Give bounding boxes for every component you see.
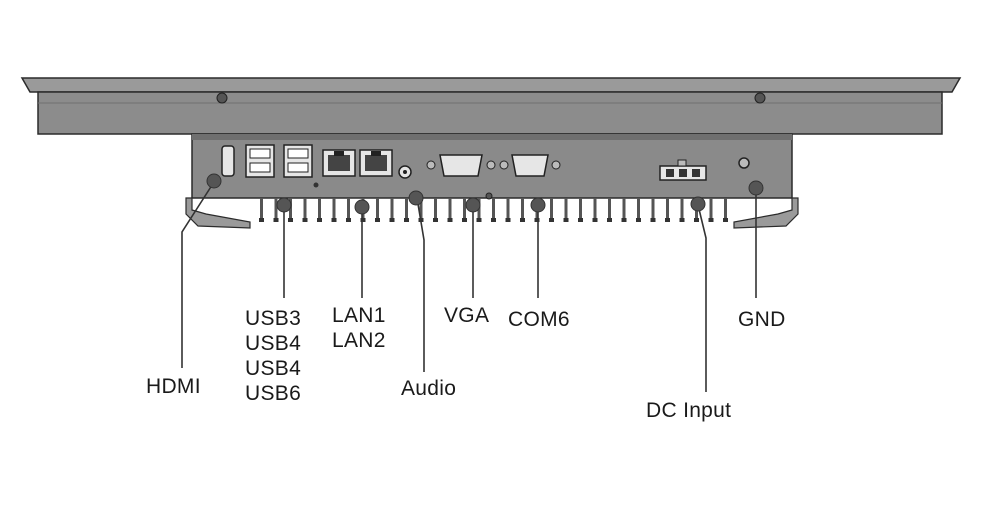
audio-dot bbox=[408, 190, 424, 206]
label-text: LAN1 bbox=[332, 304, 386, 327]
gnd-dot bbox=[748, 180, 764, 196]
usb-label: USB3 USB4 USB4 USB6 bbox=[245, 306, 301, 406]
audio-leader bbox=[416, 197, 425, 372]
lan-port-icon bbox=[359, 149, 393, 177]
usb-port-icon bbox=[283, 144, 313, 178]
label-text: Audio bbox=[401, 377, 457, 400]
label-text: USB3 bbox=[245, 307, 302, 330]
heatsink-fins bbox=[259, 198, 728, 222]
vga-port-icon bbox=[426, 154, 496, 177]
rear-housing bbox=[185, 133, 799, 229]
hdmi-label: HDMI bbox=[146, 374, 201, 399]
vga-dot bbox=[465, 197, 481, 213]
com-dot bbox=[530, 197, 546, 213]
audio-label: Audio bbox=[401, 376, 456, 401]
screw-icon bbox=[754, 92, 766, 104]
com-label: COM6 bbox=[508, 307, 570, 332]
label-text: USB4 bbox=[245, 357, 302, 380]
label-text: VGA bbox=[444, 304, 490, 327]
hdmi-dot bbox=[206, 173, 222, 189]
gnd-label: GND bbox=[738, 307, 786, 332]
label-text: GND bbox=[738, 308, 786, 331]
dc-dot bbox=[690, 196, 706, 212]
hdmi-port-icon bbox=[221, 145, 235, 177]
leader-lines bbox=[181, 181, 757, 392]
usb-dot bbox=[276, 197, 292, 213]
com-port-icon bbox=[499, 154, 561, 177]
label-text: USB4 bbox=[245, 332, 302, 355]
lan-label: LAN1 LAN2 bbox=[332, 303, 386, 353]
vga-label: VGA bbox=[444, 303, 489, 328]
ports bbox=[221, 144, 750, 200]
usb-port-icon bbox=[245, 144, 275, 178]
dc-input-label: DC Input bbox=[646, 398, 731, 423]
dc-leader bbox=[697, 204, 707, 392]
leader-dots bbox=[206, 173, 764, 215]
label-text: HDMI bbox=[146, 375, 201, 398]
lan-port-icon bbox=[322, 149, 356, 177]
lan-dot bbox=[354, 199, 370, 215]
front-bezel bbox=[20, 77, 962, 135]
label-text: USB6 bbox=[245, 382, 302, 405]
label-text: COM6 bbox=[508, 308, 570, 331]
gnd-screw-icon bbox=[738, 157, 750, 169]
screw-icon bbox=[216, 92, 228, 104]
dc-input-terminal-icon bbox=[659, 159, 707, 181]
hdmi-leader bbox=[181, 181, 215, 368]
label-text: LAN2 bbox=[332, 329, 386, 352]
label-text: DC Input bbox=[646, 399, 732, 422]
